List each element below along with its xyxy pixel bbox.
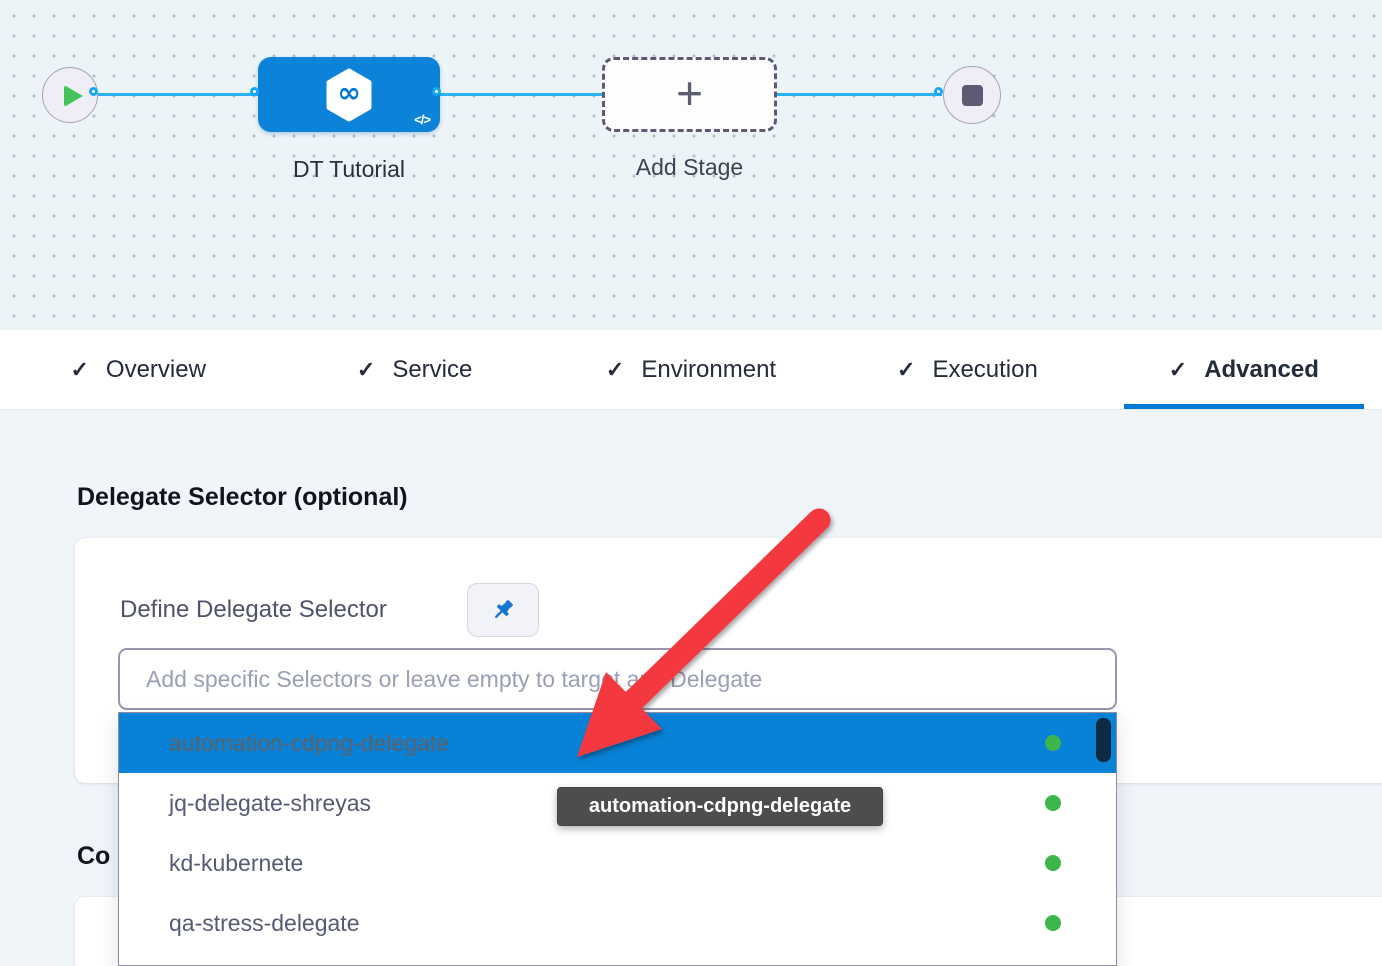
tab-execution[interactable]: ✓ Execution — [829, 330, 1105, 409]
edge-start-to-stage — [97, 93, 258, 96]
pipeline-start-node[interactable] — [42, 67, 98, 123]
check-icon: ✓ — [1169, 357, 1187, 383]
define-delegate-selector-label: Define Delegate Selector — [120, 596, 387, 624]
tab-label: Environment — [641, 356, 776, 384]
delegate-selector-heading: Delegate Selector (optional) — [77, 483, 408, 512]
delegate-selector-input[interactable] — [118, 648, 1117, 710]
edge-stage-to-addstage — [440, 93, 602, 96]
tab-label: Execution — [932, 356, 1037, 384]
active-tab-underline — [1124, 404, 1364, 409]
plus-icon: + — [676, 70, 703, 116]
port-start-out[interactable] — [89, 87, 98, 96]
pin-icon — [490, 597, 516, 623]
partial-section-heading: Co — [77, 842, 110, 871]
delegate-name: qa-stress-delegate — [169, 910, 360, 936]
delegate-name: automation-cdpng-delegate — [169, 730, 449, 756]
dropdown-scrollbar-thumb[interactable] — [1096, 718, 1111, 762]
stage-config-tabbar: ✓ Overview ✓ Service ✓ Environment ✓ Exe… — [0, 330, 1382, 410]
delegate-status-dot — [1045, 855, 1061, 871]
add-stage-label: Add Stage — [602, 154, 777, 181]
code-icon: </> — [414, 112, 430, 127]
svg-text:∞: ∞ — [337, 76, 360, 109]
tab-service[interactable]: ✓ Service — [276, 330, 552, 409]
pipeline-end-node[interactable] — [943, 66, 1001, 124]
tab-advanced[interactable]: ✓ Advanced — [1106, 330, 1382, 409]
port-end-in[interactable] — [934, 87, 943, 96]
check-icon: ✓ — [606, 357, 624, 383]
port-stage-in[interactable] — [250, 87, 259, 96]
dropdown-item-automation-cdpng-delegate[interactable]: automation-cdpng-delegate — [119, 713, 1116, 773]
delegate-name: jq-delegate-shreyas — [169, 790, 371, 816]
tab-label: Overview — [106, 356, 206, 384]
port-stage-out[interactable] — [432, 87, 441, 96]
delegate-dropdown-list: automation-cdpng-delegate jq-delegate-sh… — [118, 712, 1117, 966]
tab-overview[interactable]: ✓ Overview — [0, 330, 276, 409]
check-icon: ✓ — [70, 357, 88, 383]
stop-icon — [962, 85, 983, 106]
check-icon: ✓ — [357, 357, 375, 383]
stage-name-label: DT Tutorial — [249, 156, 449, 183]
pin-settings-button[interactable] — [467, 583, 539, 637]
delegate-status-dot — [1045, 915, 1061, 931]
delegate-status-dot — [1045, 795, 1061, 811]
delegate-name: kd-kubernete — [169, 850, 303, 876]
delegate-status-dot — [1045, 735, 1061, 751]
harness-cd-hexagon-icon: ∞ — [325, 68, 373, 122]
pipeline-canvas[interactable]: ∞ </> + DT Tutorial Add Stage — [0, 0, 1382, 330]
tab-environment[interactable]: ✓ Environment — [553, 330, 829, 409]
delegate-name-tooltip: automation-cdpng-delegate — [557, 787, 883, 826]
tab-label: Service — [392, 356, 472, 384]
dropdown-item-qa-stress-delegate[interactable]: qa-stress-delegate — [119, 893, 1116, 953]
play-icon — [64, 85, 83, 107]
dropdown-item-kd-kubernete[interactable]: kd-kubernete — [119, 833, 1116, 893]
edge-addstage-to-end — [777, 93, 942, 96]
add-stage-button[interactable]: + — [602, 57, 777, 132]
check-icon: ✓ — [897, 357, 915, 383]
tab-label: Advanced — [1204, 356, 1319, 384]
stage-node-dt-tutorial[interactable]: ∞ </> — [258, 57, 440, 132]
